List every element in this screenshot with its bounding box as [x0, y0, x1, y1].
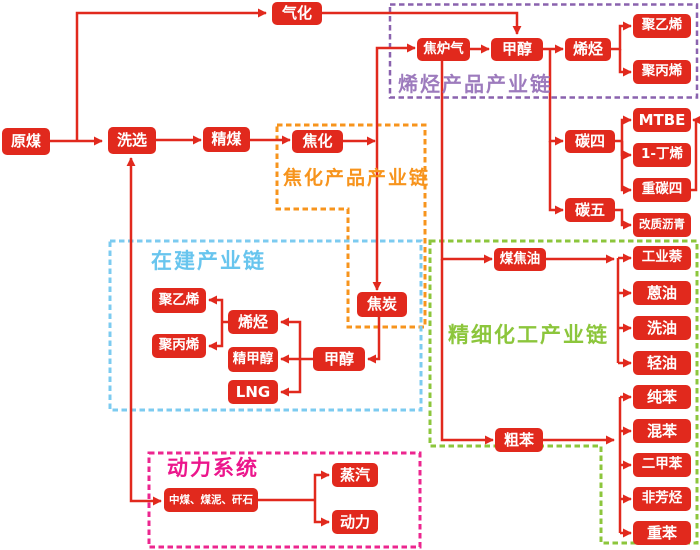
- node-mixed-benzene: 混苯: [633, 419, 691, 443]
- node-anthracene-oil: 蒽油: [633, 281, 691, 305]
- node-non-aromatics: 非芳烃: [633, 487, 691, 511]
- node-pure-benzene: 纯苯: [633, 385, 691, 409]
- region-label-construction-chain: 在建产业链: [151, 249, 266, 273]
- node-mtbe: MTBE: [633, 108, 691, 132]
- node-heavy-c4: 重碳四: [633, 178, 691, 202]
- region-label-olefin-chain: 烯烃产品产业链: [398, 72, 552, 96]
- node-coke: 焦炭: [357, 292, 407, 317]
- node-middlings-slime-gangue: 中煤、煤泥、矸石: [164, 488, 258, 512]
- node-gasification: 气化: [272, 2, 322, 25]
- node-steam: 蒸汽: [332, 463, 378, 487]
- node-clean-coal: 精煤: [203, 127, 250, 152]
- node-olefin-top: 烯烃: [565, 38, 611, 61]
- node-raw-coal: 原煤: [2, 128, 50, 155]
- olefin-chain-outline: [388, 3, 699, 99]
- node-butene-1: 1-丁烯: [633, 143, 691, 167]
- region-label-power-system: 动力系统: [167, 456, 259, 480]
- construction-chain-outline: [108, 239, 423, 412]
- node-c5: 碳五: [565, 198, 615, 222]
- node-olefin-mid: 烯烃: [228, 310, 278, 334]
- coking-chain-outline: [275, 123, 427, 329]
- node-coal-tar: 煤焦油: [494, 248, 546, 271]
- node-methanol-mid: 甲醇: [313, 347, 365, 371]
- node-washing: 洗选: [108, 127, 156, 154]
- node-heavy-benzene: 重苯: [633, 521, 691, 545]
- node-methanol-top: 甲醇: [491, 38, 543, 61]
- node-power: 动力: [332, 510, 378, 534]
- node-coke-oven-gas: 焦炉气: [417, 38, 470, 61]
- power-system-outline: [147, 451, 422, 549]
- node-c4: 碳四: [565, 130, 615, 153]
- node-polypropylene-mid: 聚丙烯: [152, 334, 206, 358]
- node-modified-pitch: 改质沥青: [633, 213, 691, 237]
- region-label-fine-chemical-chain: 精细化工产业链: [448, 323, 609, 347]
- node-industrial-naphthalene: 工业萘: [633, 246, 691, 270]
- node-refined-methanol: 精甲醇: [228, 347, 278, 372]
- node-light-oil: 轻油: [633, 351, 691, 375]
- node-coking: 焦化: [292, 130, 343, 153]
- node-xylene: 二甲苯: [633, 453, 691, 477]
- flow-arrows: [50, 8, 700, 538]
- node-polyethylene-top: 聚乙烯: [633, 14, 691, 38]
- node-crude-benzene: 粗苯: [495, 428, 543, 452]
- node-polypropylene-top: 聚丙烯: [633, 60, 691, 84]
- node-wash-oil: 洗油: [633, 316, 691, 340]
- node-polyethylene-mid: 聚乙烯: [152, 288, 206, 313]
- region-label-coking-chain: 焦化产品产业链: [283, 167, 431, 189]
- node-lng: LNG: [228, 380, 278, 404]
